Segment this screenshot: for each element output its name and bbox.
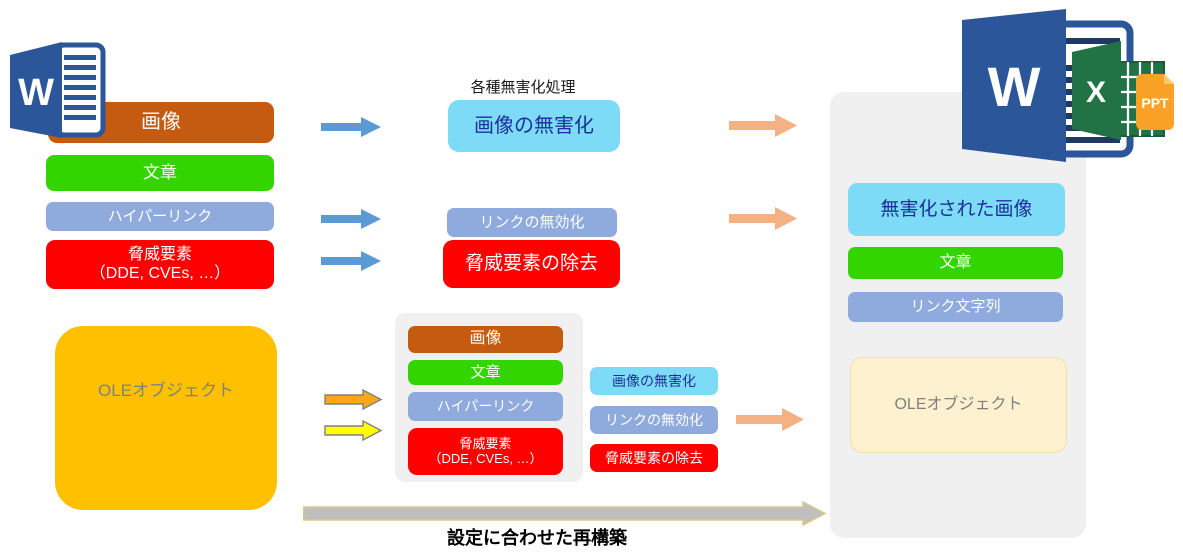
source-threat-line2: （DDE, CVEs, …） [89,264,231,282]
ppt-file: PPT [1136,74,1174,130]
output-arrow-ole-icon [736,408,804,431]
ole-stack-text-box: 文章 [408,360,563,385]
ole-stack-threat-line2: （DDE, CVEs, …） [428,450,543,466]
excel-flag [1072,41,1121,140]
process-threat-remove-box: 脅威要素の除去 [443,240,620,288]
output-text-label: 文章 [939,253,972,271]
word-letter: W [18,72,54,114]
ole-stack-hyperlink-box: ハイパーリンク [408,392,563,421]
process-title-text: 各種無害化処理 [470,79,576,96]
output-link-string-label: リンク文字列 [910,298,1001,316]
output-sanitized-image-box: 無害化された画像 [848,183,1065,236]
ole-arrow-yellow-icon [324,419,383,442]
output-link-string-box: リンク文字列 [848,292,1063,322]
source-text-box: 文章 [46,155,274,191]
rebuild-label-text: 設定に合わせた再構築 [447,528,627,548]
ole-step-threat-remove-label: 脅威要素の除去 [605,449,703,466]
flow-arrow-image-icon [321,117,381,137]
flow-arrow-link-icon [321,209,381,229]
ole-step-threat-remove-box: 脅威要素の除去 [590,444,718,472]
ole-stack-hyperlink-label: ハイパーリンク [436,398,535,415]
process-image-sanitize-box: 画像の無害化 [448,100,620,152]
word-flag [10,42,62,138]
flow-arrow-threat-icon [321,251,381,271]
office-icons: W X PPT [962,9,1174,162]
ole-step-link-disable-label: リンクの無効化 [605,411,703,428]
process-title: 各種無害化処理 [443,76,603,97]
source-ole-box: OLEオブジェクト [55,326,277,510]
word-letter: W [988,55,1041,118]
process-threat-remove-label: 脅威要素の除去 [464,253,598,275]
process-link-disable-box: リンクの無効化 [447,208,617,237]
output-text-box: 文章 [848,247,1063,279]
process-image-sanitize-label: 画像の無害化 [474,114,594,137]
source-image-label: 画像 [141,111,181,133]
output-ole-label: OLEオブジェクト [894,395,1023,413]
source-threat-line1: 脅威要素 [127,246,192,264]
output-ole-box: OLEオブジェクト [850,357,1067,453]
word-doc-lines [64,55,96,120]
rebuild-label: 設定に合わせた再構築 [377,524,697,550]
ole-stack-threat-line1: 脅威要素 [459,435,512,451]
output-arrow-link-icon [729,207,797,230]
ppt-label: PPT [1141,95,1169,111]
word-icon: W [10,42,106,138]
ole-stack-text-label: 文章 [470,363,501,381]
ole-stack-image-box: 画像 [408,326,563,353]
rebuild-arrow-icon [303,501,827,526]
ole-step-image-sanitize-label: 画像の無害化 [612,372,696,389]
ole-stack-threat-box: 脅威要素 （DDE, CVEs, …） [408,428,563,475]
source-ole-label: OLEオブジェクト [97,381,235,400]
source-hyperlink-box: ハイパーリンク [46,202,274,231]
ole-step-link-disable-box: リンクの無効化 [590,406,718,434]
output-sanitized-image-label: 無害化された画像 [880,198,1033,220]
ole-arrow-orange-icon [324,388,383,411]
process-link-disable-label: リンクの無効化 [479,213,585,231]
ole-step-image-sanitize-box: 画像の無害化 [590,367,718,395]
source-threat-box: 脅威要素 （DDE, CVEs, …） [46,240,274,289]
excel-letter: X [1086,76,1106,109]
output-arrow-image-icon [729,114,797,137]
source-text-label: 文章 [143,163,177,183]
word-flag [962,9,1066,162]
source-hyperlink-label: ハイパーリンク [107,207,213,225]
ole-stack-image-label: 画像 [469,330,502,348]
